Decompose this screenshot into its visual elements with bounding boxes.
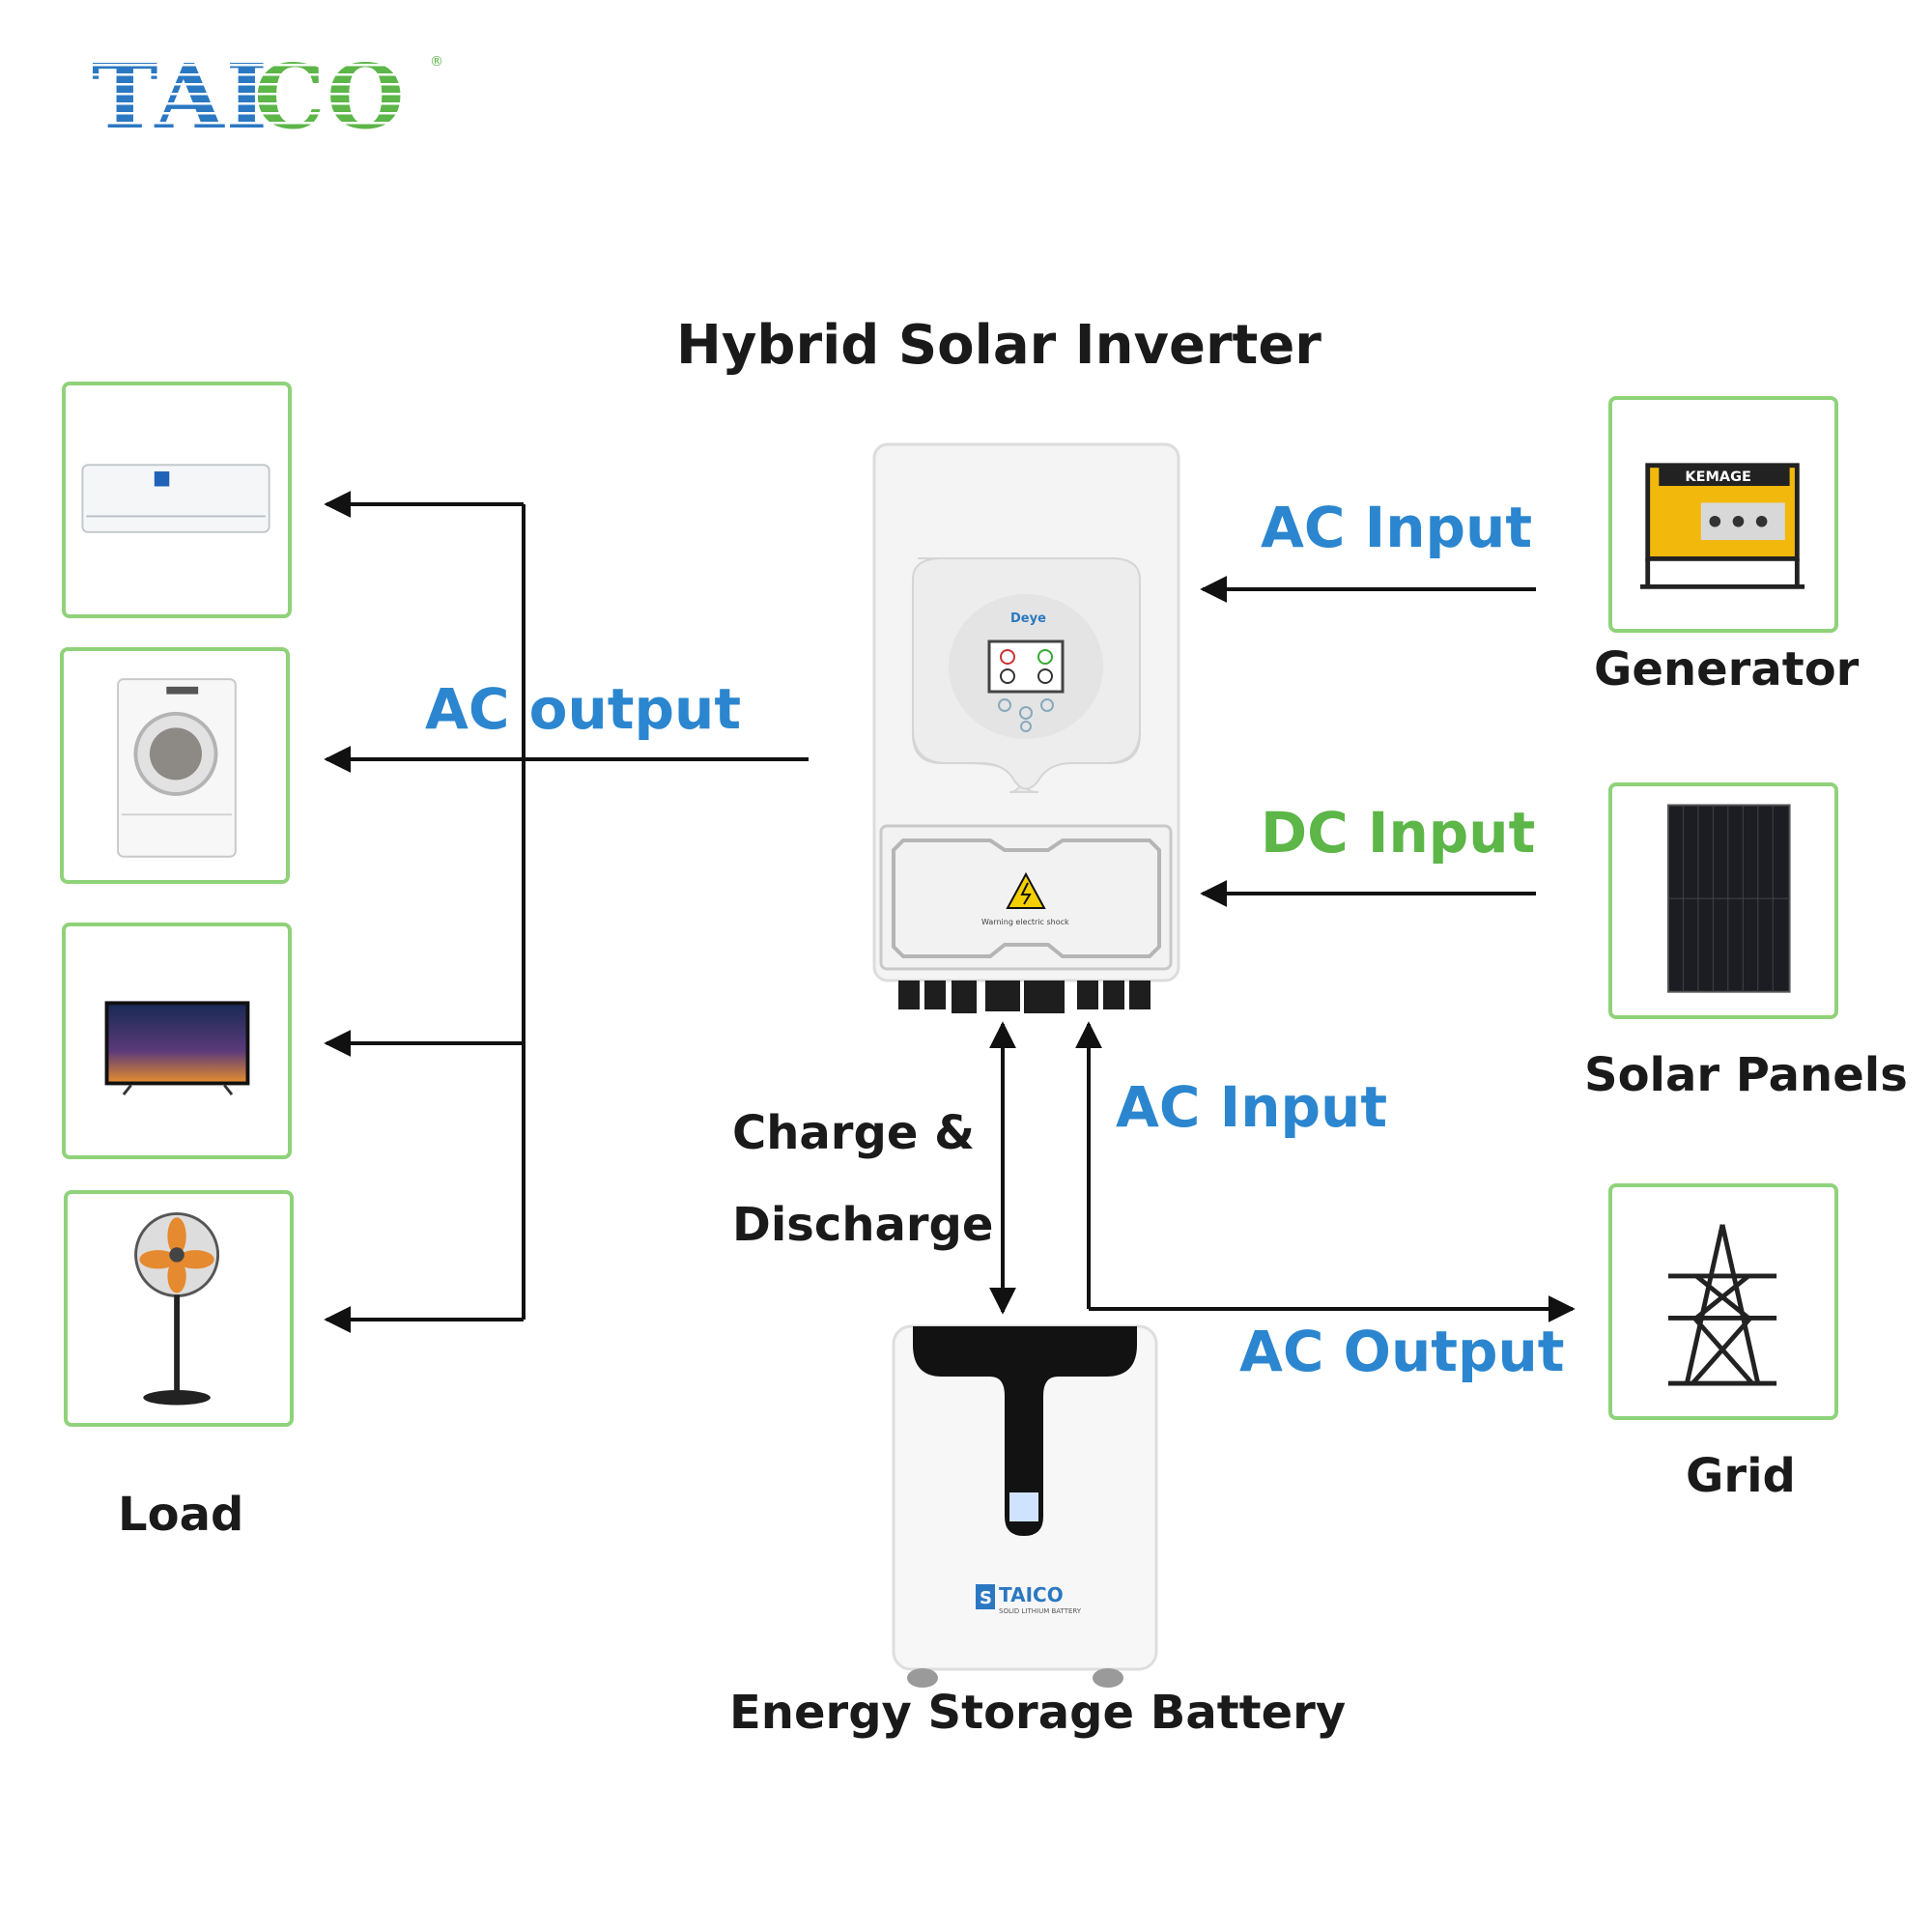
inverter-brand: Deye [1010, 611, 1046, 626]
load-card-air-conditioner [62, 382, 292, 618]
solar-panels-caption: Solar Panels [1584, 1048, 1908, 1102]
label-dc-input: DC Input [1261, 800, 1536, 866]
label-ac-input-generator: AC Input [1261, 495, 1533, 560]
energy-storage-battery: S TAICO SOLID LITHIUM BATTERY [892, 1324, 1158, 1688]
hybrid-inverter: Deye Warning electric shock [872, 442, 1180, 1013]
load-card-washing-machine [60, 647, 290, 884]
battery-caption: Energy Storage Battery [729, 1686, 1347, 1740]
grid-caption: Grid [1686, 1449, 1796, 1503]
air-conditioner-icon [81, 464, 270, 533]
source-card-generator: KEMAGE [1608, 396, 1838, 633]
solar-panel-icon [1667, 804, 1791, 993]
generator-icon: KEMAGE [1639, 463, 1805, 589]
battery-subtext: SOLID LITHIUM BATTERY [999, 1607, 1082, 1615]
label-ac-input-grid: AC Input [1116, 1074, 1388, 1140]
source-card-grid [1608, 1183, 1838, 1420]
washing-machine-icon [117, 678, 237, 858]
label-ac-output-grid: AC Output [1239, 1319, 1565, 1384]
svg-text:S: S [980, 1588, 992, 1608]
generator-caption: Generator [1594, 642, 1860, 696]
label-charge-discharge-2: Discharge [732, 1198, 994, 1252]
load-caption: Load [118, 1488, 244, 1542]
label-ac-output-load: AC output [425, 676, 742, 742]
label-charge-discharge-1: Charge & [732, 1106, 975, 1160]
registered-mark: ® [430, 54, 443, 70]
television-icon [104, 1001, 250, 1095]
diagram-title: Hybrid Solar Inverter [676, 314, 1321, 377]
generator-brand: KEMAGE [1685, 469, 1751, 485]
load-card-television [62, 923, 292, 1159]
taico-logo: TAI CO ® [92, 48, 443, 140]
source-card-solar-panels [1608, 782, 1838, 1019]
transmission-tower-icon [1667, 1224, 1777, 1386]
inverter-warning-text: Warning electric shock [981, 918, 1069, 926]
battery-brand: TAICO [999, 1583, 1064, 1606]
load-card-standing-fan [64, 1190, 294, 1427]
standing-fan-icon [134, 1211, 220, 1406]
